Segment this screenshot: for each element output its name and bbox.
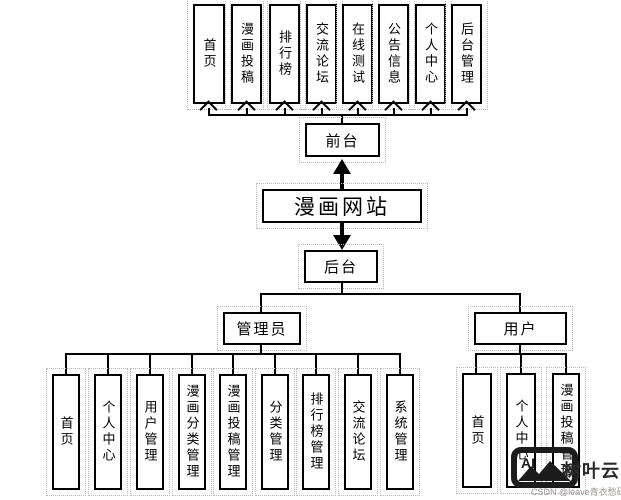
connector-line xyxy=(340,172,344,189)
connector-line xyxy=(393,108,395,116)
node-label: 首页 xyxy=(201,38,217,70)
connector-line xyxy=(321,108,323,116)
node-admin-ranking-management: 排行榜管理 xyxy=(296,368,336,496)
connector-line xyxy=(341,283,343,294)
connector-line xyxy=(315,353,317,374)
connector-line xyxy=(149,353,151,374)
arrow-up-icon xyxy=(333,159,351,174)
connector-line xyxy=(399,353,401,374)
connector-line xyxy=(519,293,521,312)
node-label: 用户 xyxy=(503,322,538,338)
node-user-home: 首页 xyxy=(456,367,498,494)
connector-line xyxy=(208,108,210,116)
node-user: 用户 xyxy=(468,306,573,351)
node-label: 用户管理 xyxy=(142,400,158,464)
node-label: 分类管理 xyxy=(267,400,283,464)
arrow-down-icon xyxy=(333,235,351,250)
node-label: 公告信息 xyxy=(386,22,401,86)
node-admin-comic-category-management: 漫画分类管理 xyxy=(172,368,212,496)
connector-line xyxy=(260,293,521,295)
node-label: 漫画投稿 xyxy=(239,22,254,86)
node-label: 个人中心 xyxy=(423,22,438,86)
node-frontend-announcements: 公告信息 xyxy=(372,0,415,110)
connector-line xyxy=(357,353,359,374)
node-root: 漫画网站 xyxy=(256,183,428,229)
node-label: 漫画投稿管理 xyxy=(225,384,241,480)
node-admin: 管理员 xyxy=(217,306,307,351)
node-admin-system-management: 系统管理 xyxy=(380,368,420,496)
node-label: 在线测试 xyxy=(350,22,365,86)
node-label: 交流论坛 xyxy=(314,22,329,86)
node-label: 后台 xyxy=(323,260,358,276)
node-label: 个人中心 xyxy=(100,400,116,464)
node-label: 系统管理 xyxy=(392,400,408,464)
node-label: 交流论坛 xyxy=(350,400,366,464)
connector-line xyxy=(357,108,359,116)
node-label: 首页 xyxy=(469,414,485,447)
node-label: 后台管理 xyxy=(459,22,474,86)
node-admin-home: 首页 xyxy=(46,368,86,496)
connector-line xyxy=(260,345,262,354)
node-frontend-forum: 交流论坛 xyxy=(300,0,343,110)
watermark-brand-text: 树叶云 xyxy=(563,461,620,481)
node-admin-personal-center: 个人中心 xyxy=(88,368,128,496)
connector-line xyxy=(520,353,522,373)
connector-line xyxy=(519,345,521,354)
node-admin-user-management: 用户管理 xyxy=(130,368,170,496)
node-admin-category-management: 分类管理 xyxy=(255,368,295,496)
node-label: 漫画网站 xyxy=(294,195,390,219)
connector-line xyxy=(475,353,477,373)
connector-line xyxy=(565,353,567,373)
node-backend: 后台 xyxy=(298,244,384,289)
node-label: 管理员 xyxy=(236,322,288,338)
connector-line xyxy=(65,353,67,374)
node-admin-comic-submission-management: 漫画投稿管理 xyxy=(213,368,253,496)
node-frontend-comic-submission: 漫画投稿 xyxy=(225,0,268,110)
connector-line xyxy=(274,353,276,374)
connector-line xyxy=(466,108,468,116)
connector-line xyxy=(284,108,286,116)
node-label: 前台 xyxy=(325,133,360,150)
node-frontend-home: 首页 xyxy=(187,0,231,110)
node-label: 个人中心 xyxy=(513,398,529,463)
node-frontend-online-test: 在线测试 xyxy=(336,0,379,110)
connector-line xyxy=(232,353,234,374)
node-admin-forum: 交流论坛 xyxy=(338,368,378,496)
node-frontend-personal-center: 个人中心 xyxy=(409,0,452,110)
connector-line xyxy=(246,108,248,116)
node-label: 首页 xyxy=(58,416,74,448)
connector-line xyxy=(191,353,193,374)
watermark-ai-image-logo-icon: AI xyxy=(511,447,578,488)
connector-line xyxy=(208,114,468,116)
watermark-attribution-text: CSDN @leave青衣愁码农 xyxy=(531,487,621,497)
node-label: 漫画分类管理 xyxy=(184,384,200,480)
node-label: 排行榜 xyxy=(277,30,292,78)
node-frontend-rankings: 排行榜 xyxy=(263,0,306,110)
connector-line xyxy=(260,293,262,312)
connector-line xyxy=(107,353,109,374)
connector-line xyxy=(340,223,344,236)
node-label: 排行榜管理 xyxy=(308,392,324,472)
node-frontend-backend-management: 后台管理 xyxy=(445,0,488,110)
connector-line xyxy=(341,114,343,123)
node-label: 漫画投稿管理 xyxy=(558,382,574,479)
node-frontend: 前台 xyxy=(299,117,386,163)
connector-line xyxy=(430,108,432,116)
